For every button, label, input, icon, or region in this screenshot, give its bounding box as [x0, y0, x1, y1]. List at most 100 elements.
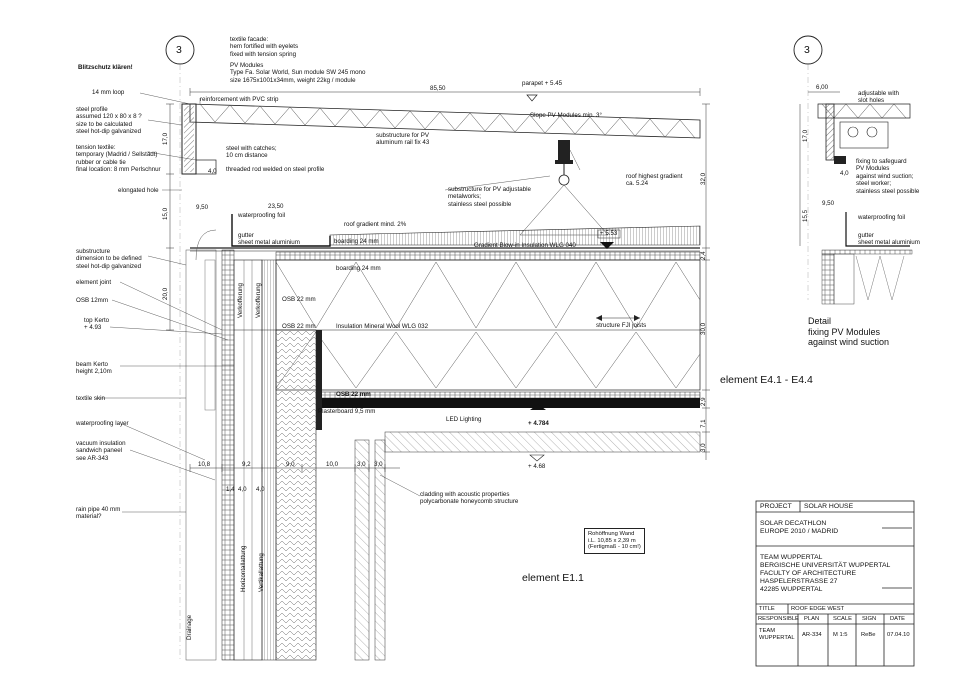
dim-29: 2,9	[700, 397, 707, 406]
note-plasterboard: Plasterboard 9,5 mm	[318, 408, 376, 415]
detail-waterproofing: waterproofing foil	[858, 214, 906, 221]
note-gutter: gutter sheet metal aluminium	[238, 232, 300, 247]
note-loop: 14 mm loop	[92, 89, 125, 96]
detail-dim-155: 15,5	[802, 209, 809, 222]
tb-value-plan: AR-334	[802, 632, 822, 638]
note-boarding-24: boarding 24 mm	[334, 238, 379, 245]
note-osb-22c: OSB 22 mm	[336, 391, 371, 398]
tb-title-label: TITLE	[759, 606, 775, 612]
detail-dim-40: 4,0	[840, 170, 849, 177]
note-waterproofing-foil: waterproofing foil	[238, 212, 286, 219]
label-horizontallattung: Horizontallattung	[240, 545, 247, 592]
note-textile-facade: textile facade: hem fortified with eyele…	[230, 36, 299, 58]
level-4784: + 4.784	[528, 420, 549, 427]
title-block-frame	[755, 500, 915, 667]
tb-header-scale: SCALE	[833, 616, 853, 622]
level-468: + 4.68	[528, 463, 546, 470]
tb-value-responsible: TEAM WUPPERTAL	[759, 628, 795, 641]
dim-30b: 3,0	[374, 461, 383, 468]
element-e11: element E1.1	[522, 572, 584, 584]
note-boarding-24b: boarding 24 mm	[336, 265, 381, 272]
tb-project-label: PROJECT	[760, 503, 792, 510]
note-threaded-rod: threaded rod welded on steel profile	[226, 166, 325, 173]
label-drainage: Drainage	[186, 614, 193, 640]
dim-30a: 3,0	[357, 461, 366, 468]
element-e41: element E4.1 - E4.4	[720, 374, 813, 386]
dim-30v: 3,0	[700, 443, 707, 452]
note-substructure: substructure dimension to be defined ste…	[76, 248, 142, 270]
detail-fixing: fixing to safeguard PV Modules against w…	[856, 158, 920, 195]
note-osb-22a: OSB 22 mm	[282, 296, 316, 303]
detail-dim-600: 6,00	[816, 84, 829, 91]
tb-header-date: DATE	[890, 616, 906, 622]
dim-200: 20,0	[162, 287, 169, 300]
note-waterproofing-layer: waterproofing layer	[76, 420, 129, 427]
dim-40b: 4,0	[256, 486, 265, 493]
dim-320: 32,0	[700, 172, 707, 185]
note-fji: structure FJI joists	[596, 322, 647, 329]
note-roof-gradient: roof gradient mind. 2%	[344, 221, 407, 228]
dim-108: 10,8	[198, 461, 211, 468]
section-mark-left: 3	[176, 44, 182, 56]
note-beam-kerto: beam Kerto height 2,10m	[76, 361, 112, 376]
dim-100: 10,0	[326, 461, 339, 468]
dim-300: 30,0	[700, 322, 707, 335]
note-vacuum: vacuum insulation sandwich paneel see AR…	[76, 440, 126, 462]
tb-value-date: 07.04.10	[887, 632, 910, 638]
detail-gutter: gutter sheet metal aluminium	[858, 232, 920, 247]
dim-150: 15,0	[162, 207, 169, 220]
section-mark-right: 3	[804, 44, 810, 56]
note-top-kerto: top Kerto + 4.93	[84, 317, 110, 332]
tb-project: SOLAR HOUSE	[804, 503, 854, 510]
dim-71: 7,1	[700, 419, 707, 428]
dim-40: 4,0	[208, 168, 217, 175]
note-steel-profile: steel profile assumed 120 x 80 x 8 ? siz…	[76, 106, 142, 136]
dim-950: 9,50	[196, 204, 209, 211]
dim-90: 9,0	[286, 461, 295, 468]
label-vertikallattung: Vertikallattung	[258, 553, 265, 592]
note-blitzschutz: Blitzschutz klären!	[78, 64, 133, 71]
note-substructure-adjustable: substructure for PV adjustable metalwork…	[448, 186, 531, 208]
tb-header-plan: PLAN	[804, 616, 820, 622]
tb-header-responsible: RESPONSIBLE	[758, 616, 799, 622]
dim-170: 17,0	[162, 132, 169, 145]
tb-event: SOLAR DECATHLON EUROPE 2010 / MADRID	[760, 520, 839, 535]
note-osb-22b: OSB 22 mm	[282, 323, 316, 330]
note-elongated-hole: elongated hole	[118, 187, 159, 194]
note-roof-highest: roof highest gradient ca. 5.24	[626, 173, 683, 188]
detail-dim-950: 9,50	[822, 200, 835, 207]
note-rohoeffnung: Rohöffnung Wand i.L. 10,85 x 2,39 m (Fer…	[584, 528, 645, 554]
note-element-joint: element joint	[76, 279, 112, 286]
dim-40a: 4,0	[238, 486, 247, 493]
tb-title: ROOF EDGE WEST	[791, 606, 845, 612]
dim-8550: 85,50	[430, 85, 446, 92]
note-osb-left: OSB 12mm	[76, 297, 108, 304]
level-553: + 5.53	[600, 230, 618, 237]
note-slope: Slope PV Modules min. 3°	[530, 112, 602, 119]
note-reinforcement: reinforcement with PVC strip	[200, 96, 279, 103]
dim-2350: 23,50	[268, 203, 284, 210]
label-verkofferung-1: Verkofferung	[237, 283, 244, 318]
note-pv-modules: PV Modules Type Fa. Solar World, Sun mod…	[230, 62, 366, 84]
label-verkofferung-2: Verkofferung	[255, 283, 262, 318]
note-cladding: cladding with acoustic properties polyca…	[420, 491, 519, 506]
note-led: LED Lighting	[446, 416, 482, 423]
note-gradient-insulation: Gradient Blow-in Insulation WLG 040	[474, 242, 576, 249]
dim-24: 2,4	[700, 251, 707, 260]
detail-caption: Detail fixing PV Modules against wind su…	[808, 316, 890, 347]
note-steel-catches: steel with catches; 10 cm distance	[226, 145, 277, 160]
note-insulation: Insulation Mineral Wool WLG 032	[336, 323, 429, 330]
note-textile-skin: textile skin	[76, 395, 105, 402]
note-substructure-pv: substructure for PV aluminum rail fix 43	[376, 132, 430, 147]
detail-adjustable: adjustable with slot holes	[858, 90, 899, 105]
tb-team: TEAM WUPPERTAL BERGISCHE UNIVERSITÄT WUP…	[760, 554, 891, 593]
dim-92: 9,2	[242, 461, 251, 468]
note-rain-pipe: rain pipe 40 mm material?	[76, 506, 121, 521]
tb-value-sign: ReBe	[861, 632, 876, 638]
dim-14: 1,4	[226, 486, 235, 493]
tb-value-scale: M 1:5	[833, 632, 848, 638]
note-tension-textile: tension textile: temporary (Madrid / Sel…	[76, 144, 161, 174]
tb-header-sign: SIGN	[862, 616, 877, 622]
note-parapet: parapet + 5.45	[522, 80, 563, 87]
